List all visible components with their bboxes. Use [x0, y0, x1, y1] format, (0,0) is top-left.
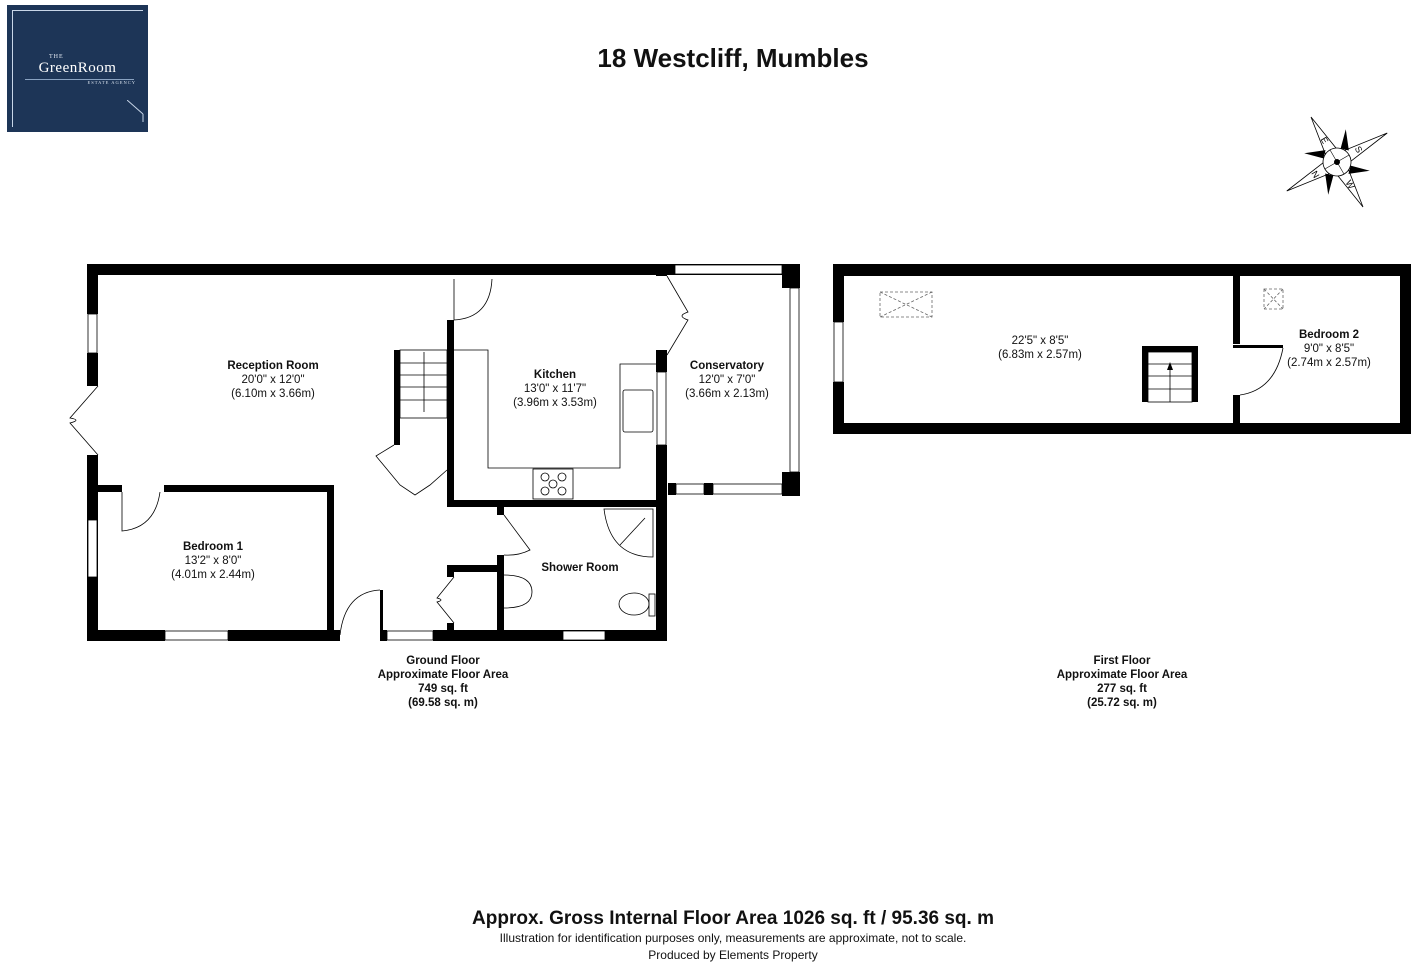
- svg-text:S: S: [1353, 144, 1365, 154]
- room-label-shower-room: Shower Room: [541, 562, 619, 574]
- first-floor-area: First Floor Approximate Floor Area 277 s…: [1056, 655, 1188, 709]
- room-label-first-floor-landing: 22'5" x 8'5"(6.83m x 2.57m): [998, 335, 1082, 361]
- compass-rose-icon: E S W N: [1286, 116, 1388, 208]
- disclaimer: Illustration for identification purposes…: [499, 931, 967, 945]
- logo-name: GreenRoom: [38, 60, 117, 76]
- logo-frame: [12, 10, 143, 127]
- svg-text:N: N: [1309, 169, 1321, 180]
- gross-area: Approx. Gross Internal Floor Area 1026 s…: [472, 908, 994, 929]
- ground-floor-area: Ground Floor Approximate Floor Area 749 …: [377, 655, 509, 709]
- logo-subtitle: ESTATE AGENCY: [87, 80, 136, 85]
- logo-corner-mark: [127, 100, 144, 122]
- svg-text:E: E: [1319, 135, 1331, 145]
- page-title: 18 Westcliff, Mumbles: [597, 43, 869, 73]
- logo-rule: [25, 79, 134, 80]
- logo-the: THE: [49, 54, 64, 60]
- produced-by: Produced by Elements Property: [648, 948, 818, 962]
- agency-logo: THE GreenRoom ESTATE AGENCY: [7, 5, 148, 132]
